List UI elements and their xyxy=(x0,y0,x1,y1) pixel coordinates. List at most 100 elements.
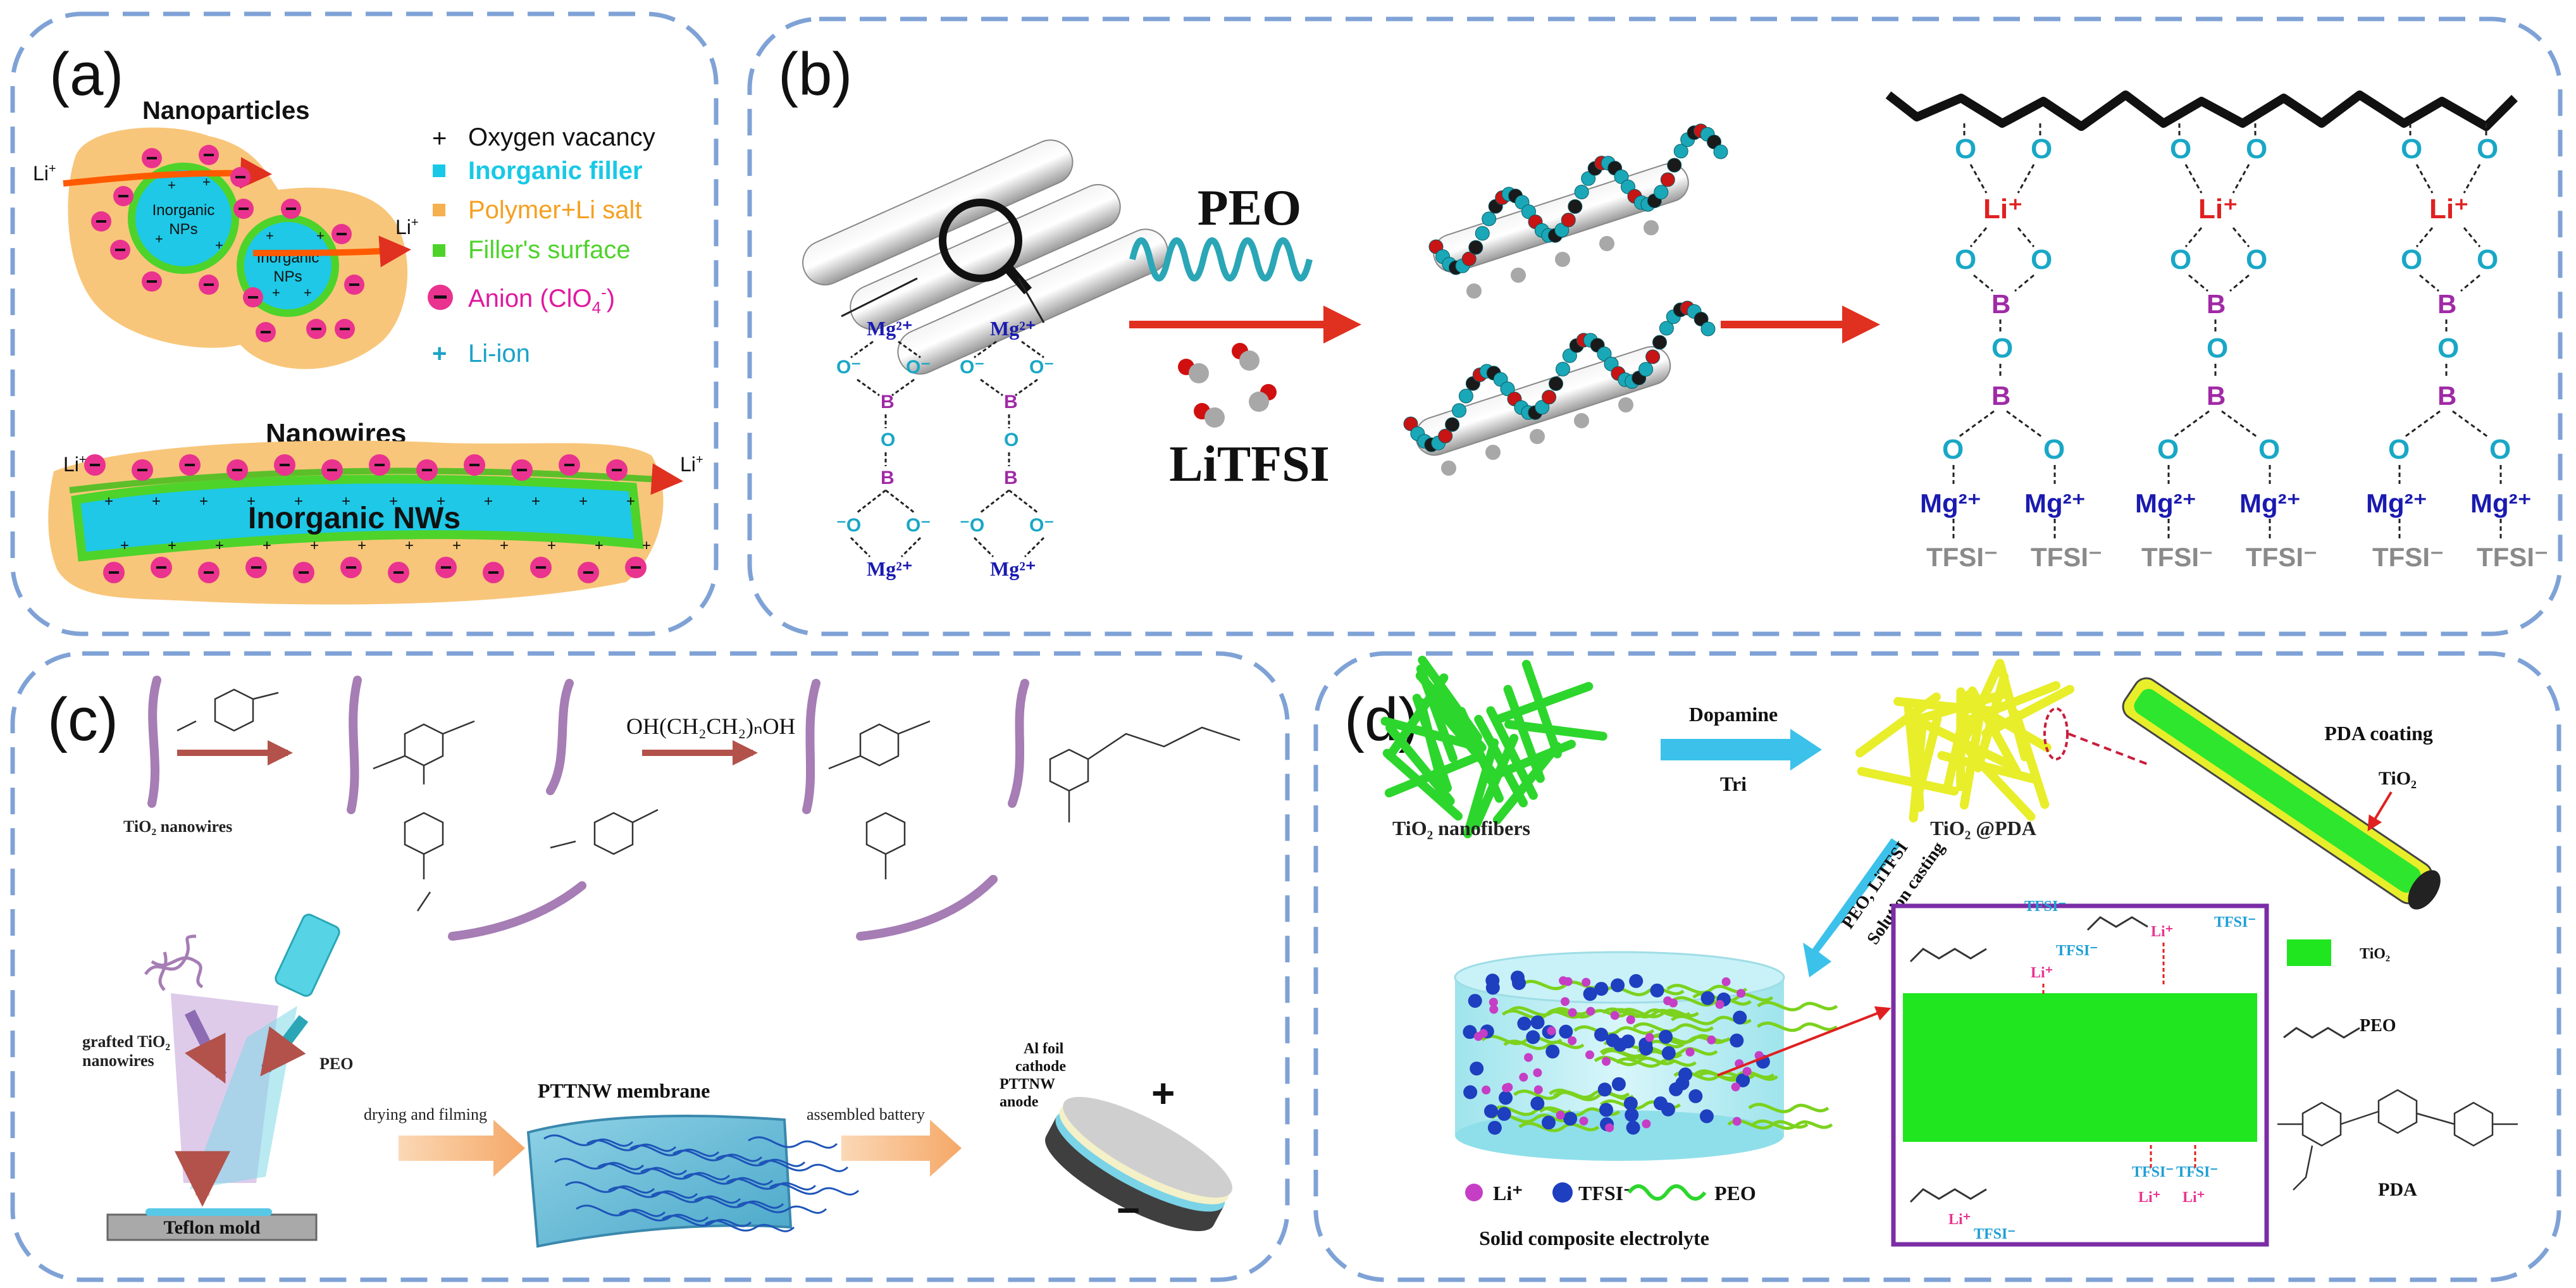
li-ion-label: Li⁺ xyxy=(2198,194,2238,225)
anion-minus xyxy=(204,154,214,156)
litfsi-bead xyxy=(1466,283,1482,299)
polymer-bead xyxy=(1482,212,1496,226)
oxygen-label: O xyxy=(2388,434,2410,465)
anion-minus xyxy=(96,220,106,223)
legend-marker-surface xyxy=(433,244,445,257)
tfsi-anion xyxy=(1599,1103,1613,1117)
oxygen-label: O xyxy=(2477,133,2498,164)
polymer-bead xyxy=(1469,240,1483,254)
pttnw-label: PTTNW xyxy=(1000,1076,1055,1093)
oxygen-label: O xyxy=(2401,244,2422,275)
oxygen-label: ⁻O xyxy=(960,515,984,536)
polymer-bead xyxy=(1701,322,1715,336)
oxygen-vacancy-plus: + xyxy=(168,537,176,554)
oxygen-vacancy-plus: + xyxy=(579,493,588,510)
tfsi-anion xyxy=(1526,1031,1540,1044)
mg-ion-label: Mg²⁺ xyxy=(2470,488,2532,518)
oxygen-vacancy-plus: + xyxy=(642,537,651,554)
electrolyte-label: Solid composite electrolyte xyxy=(1479,1227,1709,1249)
li-cation xyxy=(1556,1111,1565,1120)
polymer-bead xyxy=(1475,226,1489,240)
tio2-nanowires-label: TiO₂ nanowires xyxy=(123,817,232,836)
li-label: Li⁺ xyxy=(2031,965,2053,981)
tfsi-anion xyxy=(1594,1028,1608,1042)
tfsi-label: TFSI⁻ xyxy=(2056,943,2098,959)
nanowire-label: Inorganic NWs xyxy=(248,502,461,535)
boron-label: B xyxy=(1991,381,2010,411)
oxygen-vacancy-plus: + xyxy=(484,493,493,510)
tri-label: Tri xyxy=(1720,772,1747,795)
oxygen-vacancy-plus: + xyxy=(199,493,208,510)
oxygen-label: O xyxy=(1991,333,2013,364)
cathode-label: cathode xyxy=(1015,1058,1066,1075)
coordination-bonds xyxy=(1954,123,2055,541)
anion-minus xyxy=(564,464,574,466)
membrane-label: PTTNW membrane xyxy=(538,1079,710,1102)
tio2-nanowire-strands xyxy=(152,680,1025,936)
li-cation xyxy=(1534,1086,1543,1094)
peo-legend-label: PEO xyxy=(1714,1182,1756,1204)
panel-b-tag: (b) xyxy=(778,40,852,108)
tfsi-label: TFSI⁻ xyxy=(2214,914,2256,931)
oxygen-label: ⁻O xyxy=(836,515,861,536)
drying-label: drying and filming xyxy=(364,1105,487,1124)
anion-minus xyxy=(337,233,347,235)
litfsi-bead xyxy=(1599,236,1614,251)
oxygen-label: O⁻ xyxy=(1029,515,1054,536)
mg-ion-label: Mg²⁺ xyxy=(2024,488,2086,518)
oxygen-vacancy-plus: + xyxy=(437,493,445,510)
panel-c: (c) TiO₂ nanowires OH(CH₂CH₂)ₙOH xyxy=(47,680,1244,1249)
oxygen-label: O⁻ xyxy=(836,357,861,378)
coordination-bonds xyxy=(2169,123,2270,541)
anion-minus xyxy=(204,571,214,574)
oxygen-vacancy-plus: + xyxy=(168,177,176,193)
anion-minus xyxy=(90,464,100,466)
oxygen-vacancy-plus: + xyxy=(500,537,509,554)
peo-backbone xyxy=(1888,95,2515,127)
anion-minus xyxy=(118,195,128,197)
tfsi-anion xyxy=(1650,984,1664,998)
tio2-pda-label: TiO₂ @PDA xyxy=(1930,817,2036,839)
pda-coated-fiber xyxy=(2118,673,2447,915)
oxygen-label: O xyxy=(2031,244,2052,275)
oxygen-vacancy-plus: + xyxy=(215,237,223,253)
anion-minus xyxy=(375,464,385,466)
anion-minus xyxy=(536,566,546,569)
oxygen-vacancy-plus: + xyxy=(120,537,129,554)
grafted-nanowire-cluster-icon xyxy=(146,936,202,990)
polymer-bead xyxy=(1653,335,1667,349)
li-nw-out: Li+ xyxy=(680,453,703,476)
negative-terminal: − xyxy=(1117,1187,1140,1233)
tfsi-label: TFSI⁻ xyxy=(2141,542,2213,572)
li-cation xyxy=(1731,1082,1740,1091)
oxygen-label: O⁻ xyxy=(960,357,984,378)
mg-ion-label: Mg²⁺ xyxy=(867,317,913,340)
anion-minus xyxy=(137,469,147,471)
anion-minus xyxy=(488,571,498,574)
grafted-label-line1: grafted TiO₂ xyxy=(82,1032,170,1051)
anion-minus xyxy=(109,571,119,574)
polymer-bead xyxy=(1549,377,1563,391)
li-in-label: Li+ xyxy=(33,162,56,185)
tfsi-anion xyxy=(1545,1044,1559,1058)
polymer-bead xyxy=(1714,145,1728,159)
tio2-pda-bundle xyxy=(1860,663,2070,818)
oxygen-label: O⁻ xyxy=(1029,357,1054,378)
boron-label: B xyxy=(2437,381,2456,411)
li-cation xyxy=(1645,1033,1654,1042)
peo-source-label: PEO xyxy=(319,1055,353,1073)
litfsi-bead xyxy=(1555,252,1570,267)
tio2-legend-label: TiO₂ xyxy=(2360,946,2390,962)
polymer-bead xyxy=(1668,158,1681,172)
oxygen-vacancy-plus: + xyxy=(155,231,163,247)
nanoparticles-title: Nanoparticles xyxy=(142,97,310,125)
li-cation xyxy=(1482,1086,1490,1094)
li-cation xyxy=(1733,1117,1742,1126)
assembly-arrow xyxy=(841,1120,962,1177)
tfsi-anion xyxy=(1488,1121,1502,1135)
anion-minus xyxy=(156,566,166,569)
np2-label-line2: NPs xyxy=(273,268,302,285)
anion-minus xyxy=(147,157,157,159)
polymer-bead xyxy=(1561,213,1575,227)
